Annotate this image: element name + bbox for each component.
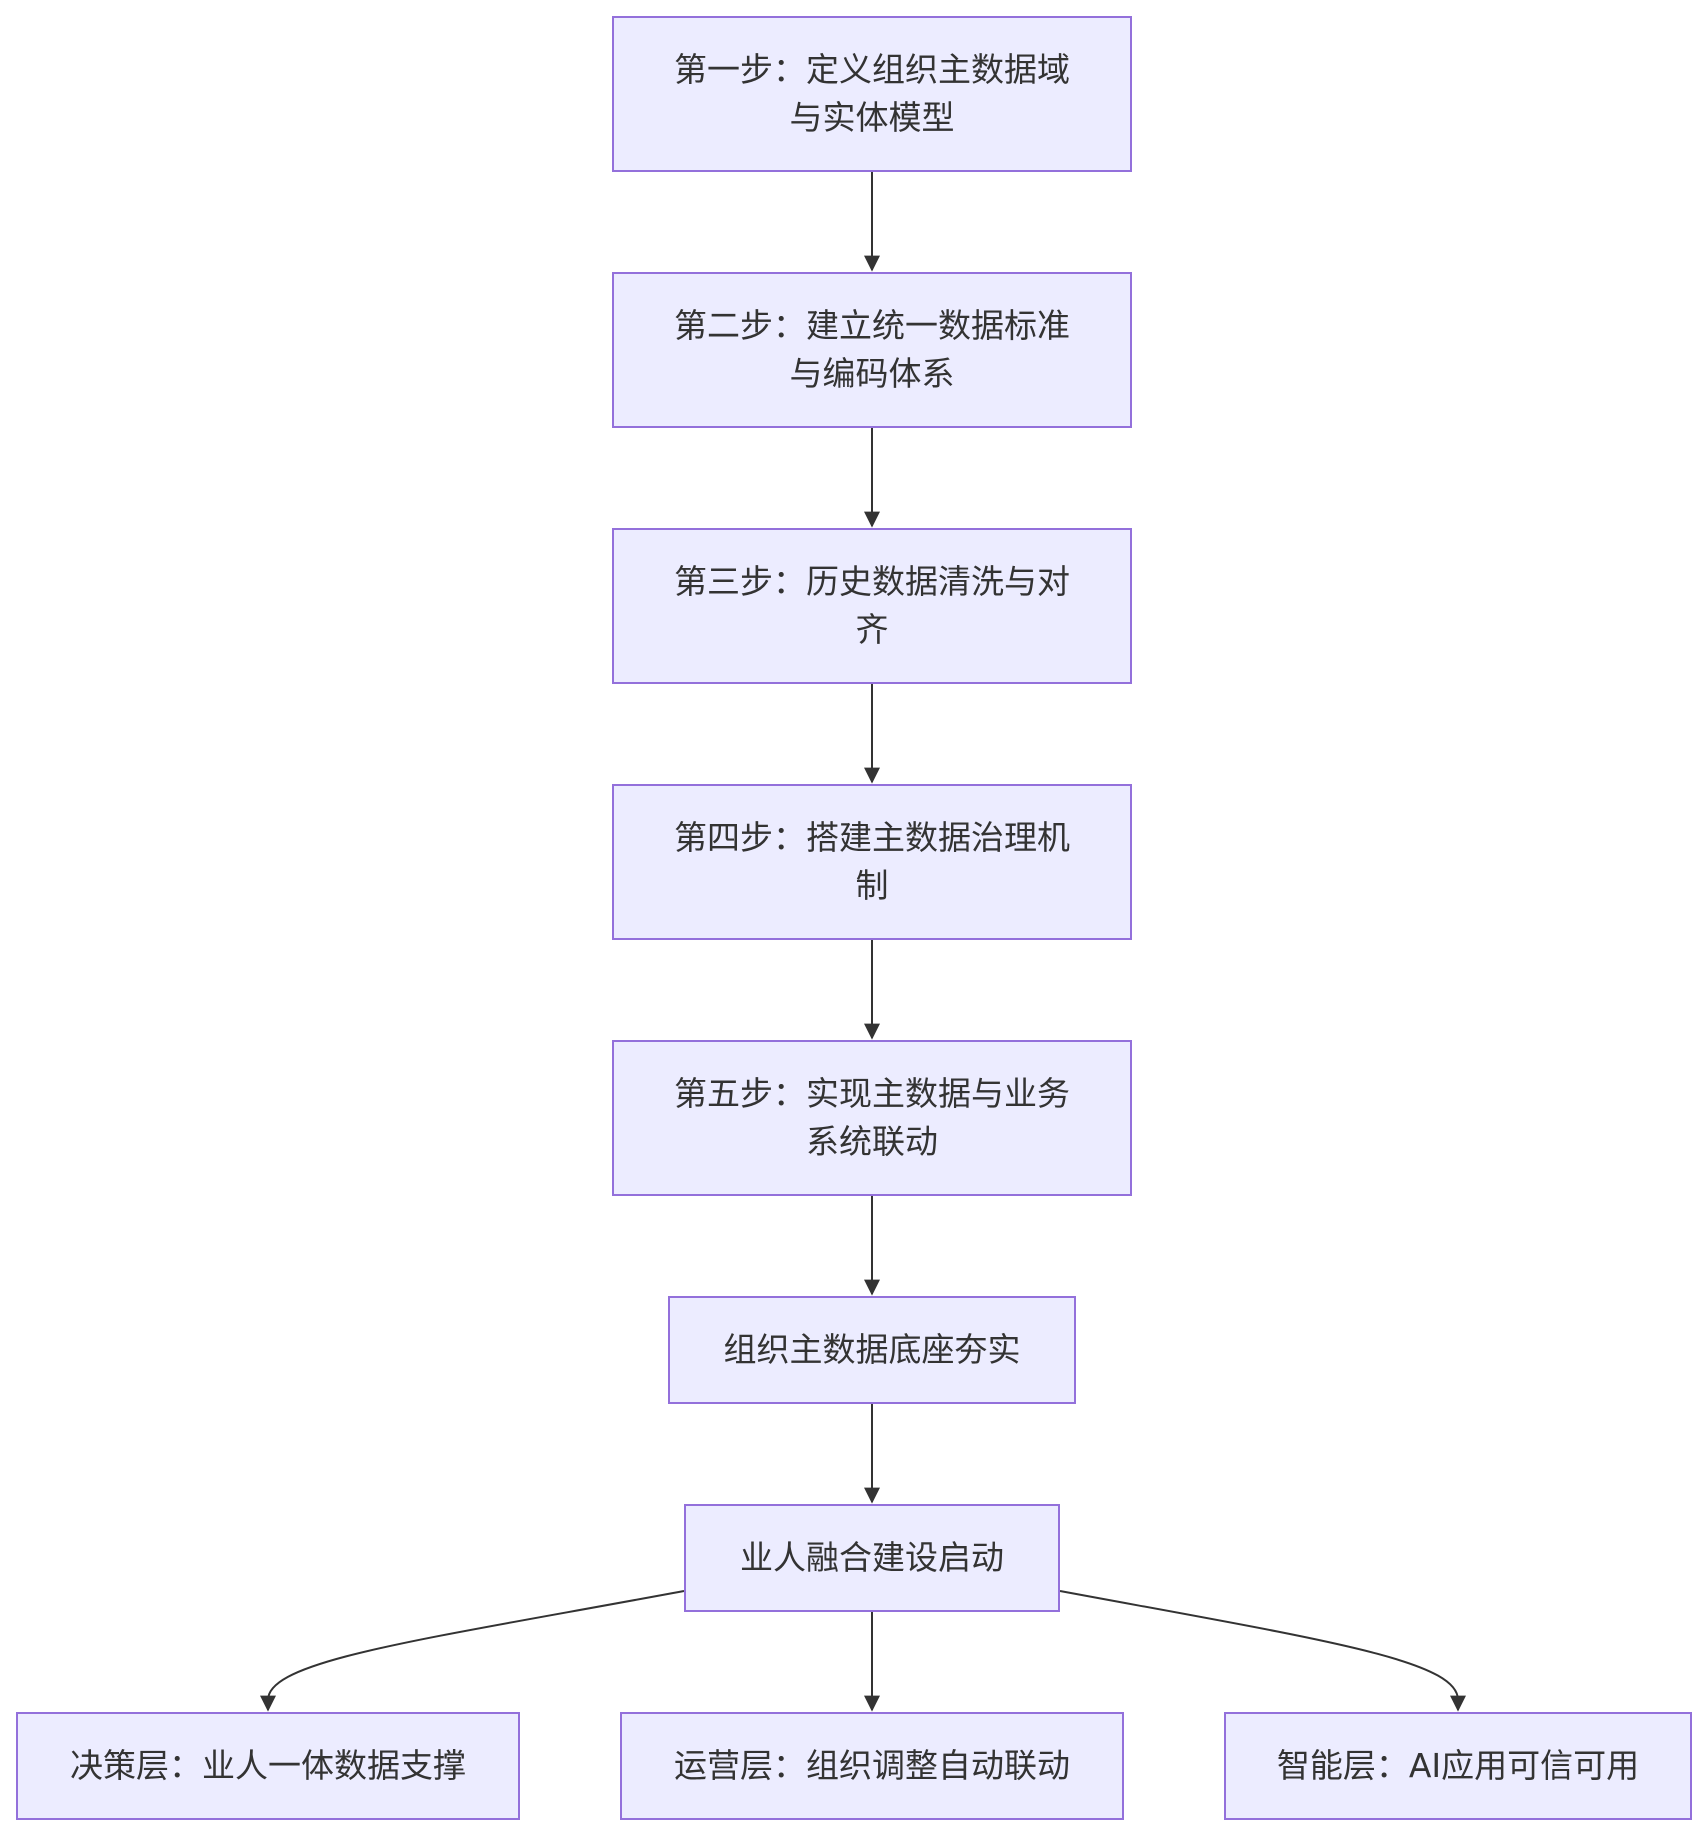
- node-step1: 第一步：定义组织主数据域与实体模型: [612, 16, 1132, 172]
- node-step4-label: 第四步：搭建主数据治理机制: [674, 818, 1070, 905]
- node-decision: 决策层：业人一体数据支撑: [16, 1712, 520, 1820]
- edge-launch-to-decision: [260, 1590, 685, 1712]
- edge-launch-to-intelligence: [1059, 1590, 1466, 1712]
- node-step2: 第二步：建立统一数据标准与编码体系: [612, 272, 1132, 428]
- node-operation-label: 运营层：组织调整自动联动: [674, 1746, 1070, 1785]
- node-launch: 业人融合建设启动: [684, 1504, 1060, 1612]
- node-step3: 第三步：历史数据清洗与对齐: [612, 528, 1132, 684]
- node-intelligence: 智能层：AI应用可信可用: [1224, 1712, 1692, 1820]
- node-intelligence-label: 智能层：AI应用可信可用: [1276, 1746, 1640, 1785]
- node-foundation-label: 组织主数据底座夯实: [723, 1330, 1021, 1369]
- node-decision-label: 决策层：业人一体数据支撑: [70, 1746, 466, 1785]
- node-step1-label: 第一步：定义组织主数据域与实体模型: [674, 50, 1070, 137]
- node-launch-label: 业人融合建设启动: [740, 1538, 1004, 1577]
- node-step5-label: 第五步：实现主数据与业务系统联动: [674, 1074, 1070, 1161]
- node-operation: 运营层：组织调整自动联动: [620, 1712, 1124, 1820]
- node-step3-label: 第三步：历史数据清洗与对齐: [674, 562, 1070, 649]
- node-step4: 第四步：搭建主数据治理机制: [612, 784, 1132, 940]
- node-step5: 第五步：实现主数据与业务系统联动: [612, 1040, 1132, 1196]
- node-step2-label: 第二步：建立统一数据标准与编码体系: [674, 306, 1070, 393]
- node-foundation: 组织主数据底座夯实: [668, 1296, 1076, 1404]
